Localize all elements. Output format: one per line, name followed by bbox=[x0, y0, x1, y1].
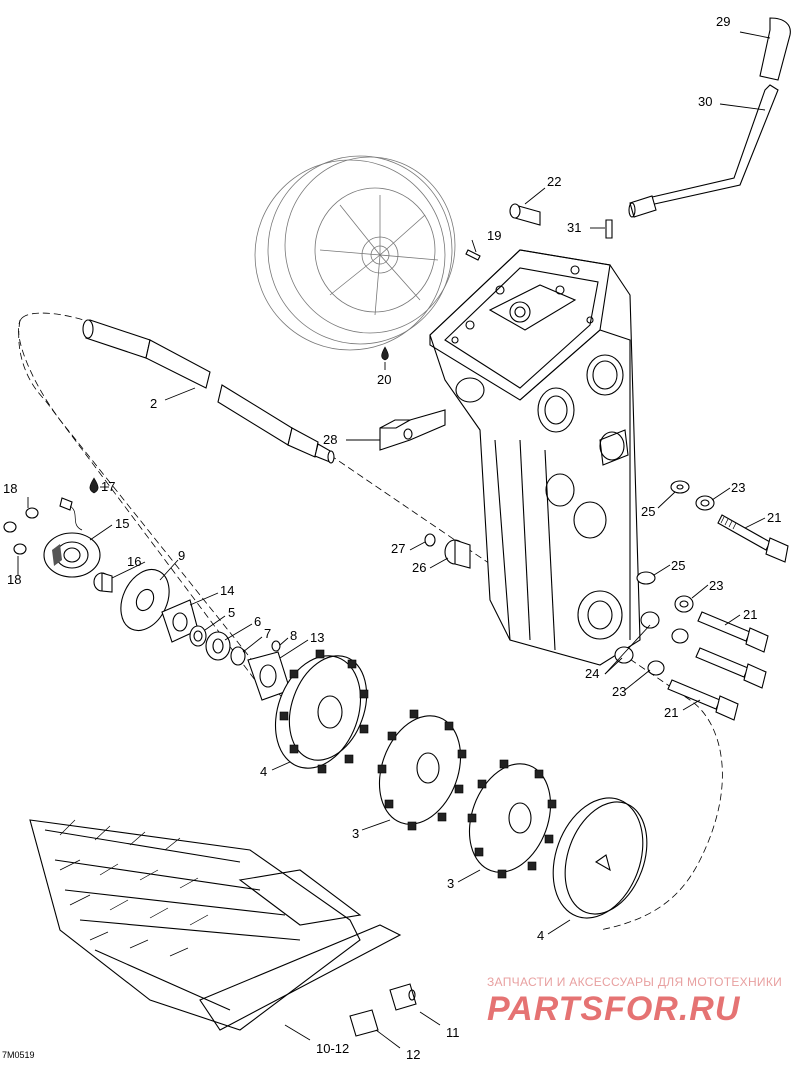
callout-25a: 25 bbox=[641, 504, 655, 519]
track-outline-dashed-2 bbox=[18, 319, 271, 701]
sprocket-4-left bbox=[274, 649, 369, 774]
seal-5 bbox=[189, 625, 207, 647]
callout-23a: 23 bbox=[731, 480, 745, 495]
callout-23c: 23 bbox=[612, 684, 626, 699]
callout-21b: 21 bbox=[743, 607, 757, 622]
bolt-21a bbox=[717, 514, 789, 563]
callout-15: 15 bbox=[115, 516, 129, 531]
drive-shaft bbox=[82, 319, 335, 464]
callout-26: 26 bbox=[412, 560, 426, 575]
callout-labels: 29 30 22 31 19 20 2 28 17 18 15 18 16 9 … bbox=[3, 14, 781, 1062]
sprocket-3-middle bbox=[377, 709, 467, 831]
bolt-21d bbox=[667, 679, 739, 721]
lockwasher-23b bbox=[674, 595, 694, 613]
callout-22: 22 bbox=[547, 174, 561, 189]
pin-19 bbox=[465, 249, 481, 261]
spacer-26 bbox=[444, 539, 471, 569]
oil-drop-icon bbox=[381, 346, 389, 361]
watermark: ЗАПЧАСТИ И АКСЕССУАРЫ ДЛЯ МОТОТЕХНИКИ PA… bbox=[487, 975, 782, 1028]
washer-24 bbox=[614, 611, 660, 664]
callout-16: 16 bbox=[127, 554, 141, 569]
ring-7 bbox=[230, 646, 246, 666]
bracket-22 bbox=[509, 203, 541, 226]
oring-27 bbox=[424, 533, 436, 547]
callout-6: 6 bbox=[254, 614, 261, 629]
bearing-housing-15 bbox=[43, 532, 101, 578]
callout-30: 30 bbox=[698, 94, 712, 109]
gearbox-housing bbox=[429, 249, 641, 666]
shift-lever bbox=[628, 17, 791, 218]
callout-20: 20 bbox=[377, 372, 391, 387]
callout-29: 29 bbox=[716, 14, 730, 29]
watermark-brand: PARTSFOR.RU bbox=[487, 990, 741, 1028]
lockwasher-23a bbox=[695, 495, 715, 511]
callout-21c: 21 bbox=[664, 705, 678, 720]
callout-24: 24 bbox=[585, 666, 599, 681]
washer-25b bbox=[636, 571, 656, 585]
bolt-21c bbox=[695, 647, 767, 689]
callout-18b: 18 bbox=[7, 572, 21, 587]
callout-28: 28 bbox=[323, 432, 337, 447]
track-belt bbox=[29, 819, 402, 1031]
callout-27: 27 bbox=[391, 541, 405, 556]
callout-4-right: 4 bbox=[537, 928, 544, 943]
callout-5: 5 bbox=[228, 605, 235, 620]
bearing-6 bbox=[205, 631, 231, 661]
callout-19: 19 bbox=[487, 228, 501, 243]
clip-12 bbox=[349, 1009, 379, 1037]
callout-13: 13 bbox=[310, 630, 324, 645]
callout-3-middle: 3 bbox=[352, 826, 359, 841]
leader-lines bbox=[17, 31, 771, 1049]
figure-code: 7M0519 bbox=[2, 1050, 35, 1060]
circlip-8 bbox=[271, 640, 281, 652]
callout-31: 31 bbox=[567, 220, 581, 235]
clip-11 bbox=[389, 983, 417, 1011]
drive-wheel-4-right bbox=[552, 797, 648, 919]
callout-21a: 21 bbox=[767, 510, 781, 525]
callout-9: 9 bbox=[178, 548, 185, 563]
callout-7: 7 bbox=[264, 626, 271, 641]
drive-pulley bbox=[254, 155, 456, 351]
callout-18a: 18 bbox=[3, 481, 17, 496]
callout-3-right: 3 bbox=[447, 876, 454, 891]
callout-23b: 23 bbox=[709, 578, 723, 593]
callout-17: 17 bbox=[101, 479, 115, 494]
fitting-17 bbox=[59, 497, 83, 531]
lockwasher-23c bbox=[647, 628, 689, 676]
bolt-21b bbox=[697, 611, 769, 653]
watermark-tagline: ЗАПЧАСТИ И АКСЕССУАРЫ ДЛЯ МОТОТЕХНИКИ bbox=[487, 975, 782, 989]
block-28 bbox=[379, 409, 446, 451]
oil-drop-17-icon bbox=[89, 477, 99, 494]
collar-16 bbox=[93, 572, 113, 593]
callout-14: 14 bbox=[220, 583, 234, 598]
callout-10-12: 10-12 bbox=[316, 1041, 349, 1056]
sprocket-3-right bbox=[467, 759, 557, 879]
callout-2: 2 bbox=[150, 396, 157, 411]
callout-4-left: 4 bbox=[260, 764, 267, 779]
callout-12: 12 bbox=[406, 1047, 420, 1062]
dowel-31 bbox=[605, 219, 613, 239]
disc-9 bbox=[120, 568, 170, 632]
callout-11: 11 bbox=[446, 1025, 460, 1040]
washer-25a bbox=[670, 480, 690, 494]
bolt-18-small bbox=[3, 507, 39, 555]
callout-8: 8 bbox=[290, 628, 297, 643]
callout-25b: 25 bbox=[671, 558, 685, 573]
